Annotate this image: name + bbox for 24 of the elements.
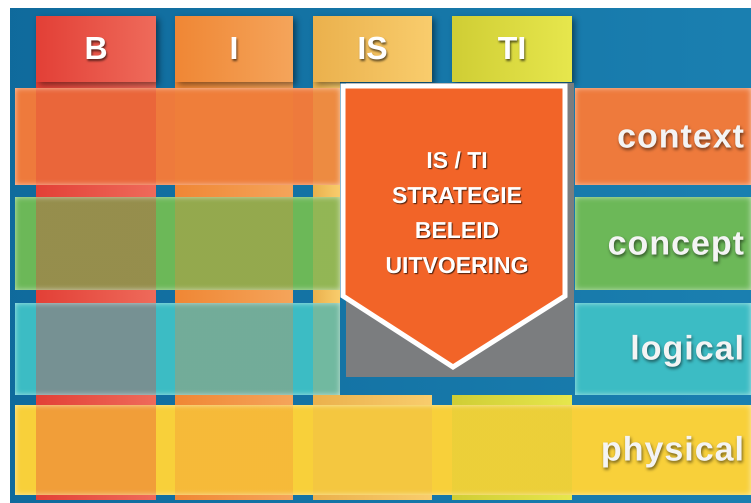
column-header-box [175, 16, 293, 82]
pentagon-label: STRATEGIE [392, 181, 522, 210]
layer-band-segment [15, 303, 340, 395]
layer-label: physical [600, 430, 745, 470]
pentagon-arrow-shape [340, 83, 574, 377]
pentagon-label: IS / TI [426, 146, 488, 175]
column-header-box [452, 16, 572, 82]
column-header-box [36, 16, 156, 82]
pentagon-label: BELEID [414, 216, 500, 245]
layer-label: concept [608, 224, 745, 263]
column-label: I [228, 30, 240, 67]
layer-band [575, 197, 751, 290]
column-label: B [83, 30, 109, 67]
layer-band [15, 405, 751, 495]
layer-band [575, 88, 751, 185]
layer-band [575, 303, 751, 395]
layer-label: logical [630, 330, 745, 368]
pentagon-label: UITVOERING [385, 251, 529, 280]
layer-band-segment [15, 88, 340, 185]
column-label: IS [356, 30, 389, 67]
column-label: TI [496, 30, 528, 67]
layer-band-segment [15, 197, 340, 290]
layer-label: context [617, 117, 745, 156]
column-header-box [313, 16, 432, 82]
